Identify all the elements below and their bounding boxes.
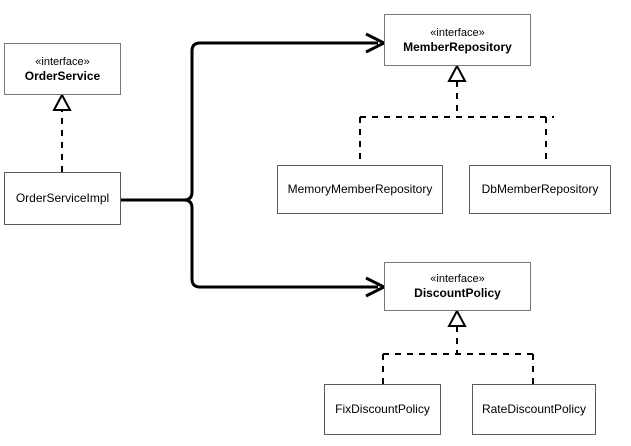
node-db-member-repository[interactable]: DbMemberRepository <box>469 165 611 214</box>
node-discount-policy[interactable]: «interface» DiscountPolicy <box>384 262 531 311</box>
node-order-service-impl[interactable]: OrderServiceImpl <box>4 172 121 225</box>
node-rate-discount-policy[interactable]: RateDiscountPolicy <box>472 384 596 435</box>
node-order-service[interactable]: «interface» OrderService <box>4 43 121 95</box>
node-title: DiscountPolicy <box>414 286 501 300</box>
node-title: MemoryMemberRepository <box>287 182 433 196</box>
hollow-triangle-arrowhead <box>52 92 72 111</box>
node-title: FixDiscountPolicy <box>335 402 430 416</box>
node-title: MemberRepository <box>403 39 512 54</box>
stereotype-label: «interface» <box>35 55 90 68</box>
node-member-repository[interactable]: «interface» MemberRepository <box>384 14 531 66</box>
edge-impl-uses-discount-policy <box>121 198 388 298</box>
node-fix-discount-policy[interactable]: FixDiscountPolicy <box>324 384 441 435</box>
stereotype-label: «interface» <box>430 273 485 285</box>
node-title: DbMemberRepository <box>481 182 599 196</box>
node-title: OrderService <box>24 68 101 83</box>
stereotype-label: «interface» <box>430 26 485 39</box>
edge-discount-policy-realization-group <box>382 308 534 384</box>
association-connector-line <box>121 198 378 289</box>
hollow-triangle-arrowhead <box>447 308 467 327</box>
node-memory-member-repository[interactable]: MemoryMemberRepository <box>277 165 443 214</box>
node-title: OrderServiceImpl <box>15 191 110 205</box>
edge-member-repository-realization-group <box>359 63 554 165</box>
node-title: RateDiscountPolicy <box>481 402 587 416</box>
edge-impl-realizes-order-service <box>52 92 72 172</box>
hollow-triangle-arrowhead <box>447 63 467 82</box>
